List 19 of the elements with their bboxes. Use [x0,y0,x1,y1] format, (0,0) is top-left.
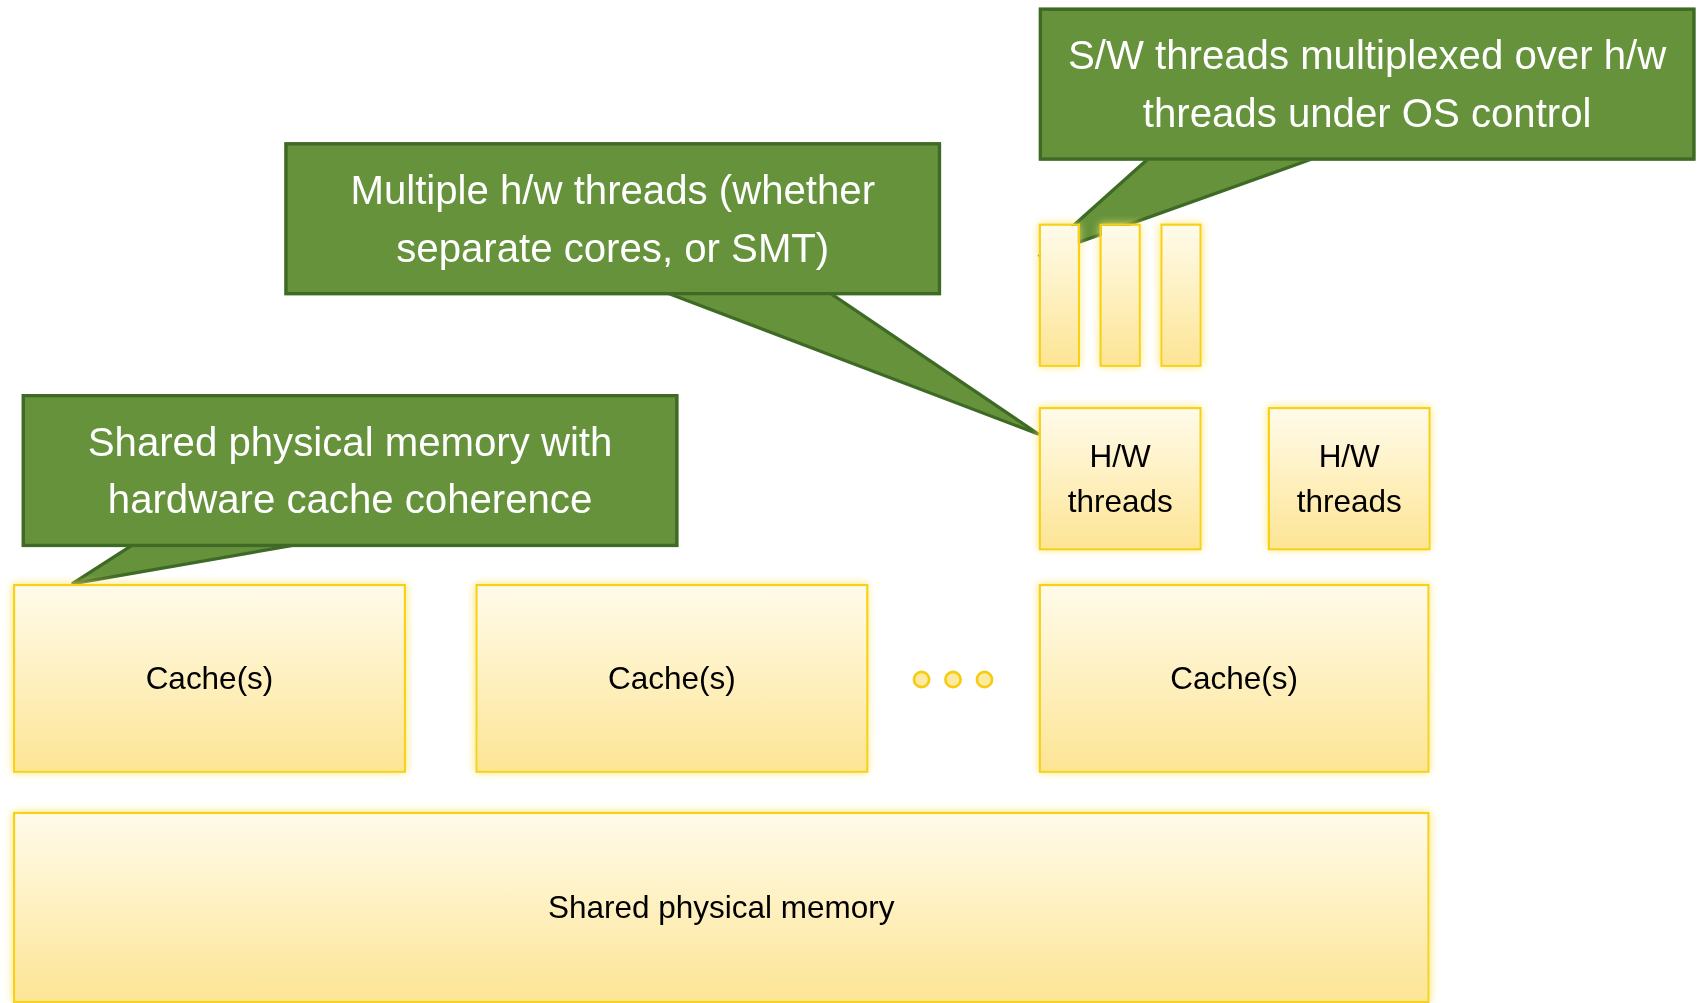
memory-block [13,811,1430,1003]
hardware-thread-block [1267,407,1431,551]
block-label: Shared physical memory [548,889,895,927]
callout-text: Multiple h/w threads (whether separate cores, or SMT) [349,166,877,272]
block-label: Cache(s) [608,660,736,698]
block-label: H/W threads [1066,437,1174,521]
thread-bar [1160,223,1202,367]
block-label: H/W threads [1295,437,1403,521]
block-label: Cache(s) [1170,660,1298,698]
cache-block [13,584,406,773]
callout-text: Shared physical memory with hardware cache coherence [86,418,614,524]
cache-block [1038,584,1430,773]
hardware-thread-block [1038,407,1202,551]
thread-bar [1099,223,1141,367]
cache-block [475,584,869,773]
callout-text: S/W threads multiplexed over h/w threads under OS control [1067,32,1668,138]
callout-box [284,142,942,296]
thread-bar [1038,223,1081,367]
block-label: Cache(s) [145,660,274,698]
